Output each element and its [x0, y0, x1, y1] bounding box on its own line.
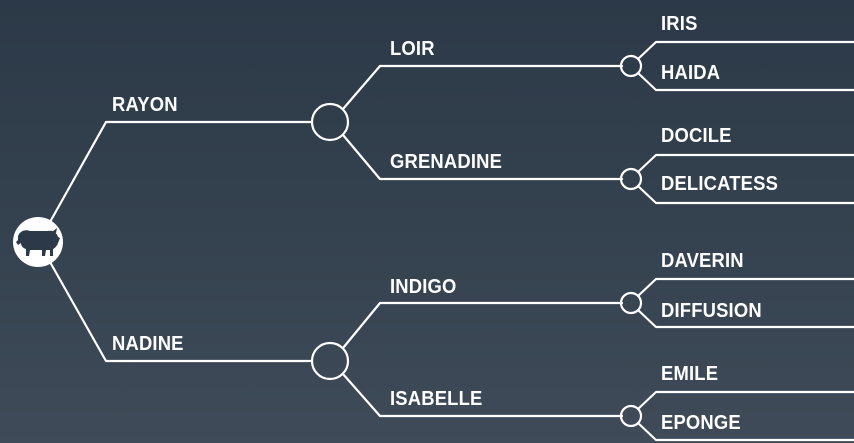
connector-rayon-grenadine — [341, 133, 624, 181]
great-grandparent-label-haida: HAIDA — [661, 62, 721, 84]
connector-root-rayon — [48, 120, 314, 224]
connector-isabelle-eponge — [636, 421, 854, 442]
node-indigo — [619, 291, 643, 315]
node-rayon — [310, 102, 350, 142]
connector-grenadine-docile — [636, 153, 854, 174]
connector-nadine-isabelle — [341, 372, 624, 418]
node-loir — [619, 54, 643, 78]
connector-nadine-indigo — [341, 301, 624, 350]
node-isabelle — [619, 404, 643, 428]
grandparent-label-loir: LOIR — [390, 38, 435, 60]
connector-indigo-diffusion — [636, 308, 854, 329]
grandparent-label-isabelle: ISABELLE — [390, 388, 483, 410]
connector-root-nadine — [48, 260, 314, 363]
great-grandparent-label-docile: DOCILE — [661, 125, 732, 147]
great-grandparent-label-iris: IRIS — [661, 13, 698, 35]
connector-loir-iris — [636, 40, 854, 61]
great-grandparent-label-diffusion: DIFFUSION — [661, 300, 762, 322]
connector-grenadine-delicatess — [636, 184, 854, 205]
connector-indigo-daverin — [636, 277, 854, 298]
grandparent-label-grenadine: GRENADINE — [390, 151, 503, 173]
connector-rayon-loir — [341, 64, 624, 111]
node-nadine — [310, 341, 350, 381]
great-grandparent-label-emile: EMILE — [661, 363, 719, 385]
connector-isabelle-emile — [636, 390, 854, 411]
great-grandparent-label-delicatess: DELICATESS — [661, 173, 779, 195]
great-grandparent-label-daverin: DAVERIN — [661, 250, 744, 272]
bull-icon — [13, 217, 63, 267]
great-grandparent-label-eponge: EPONGE — [661, 412, 741, 434]
node-grenadine — [619, 167, 643, 191]
parent-label-sire: RAYON — [112, 94, 178, 116]
grandparent-label-indigo: INDIGO — [390, 276, 457, 298]
connector-loir-haida — [636, 71, 854, 92]
parent-label-dam: NADINE — [112, 333, 184, 355]
